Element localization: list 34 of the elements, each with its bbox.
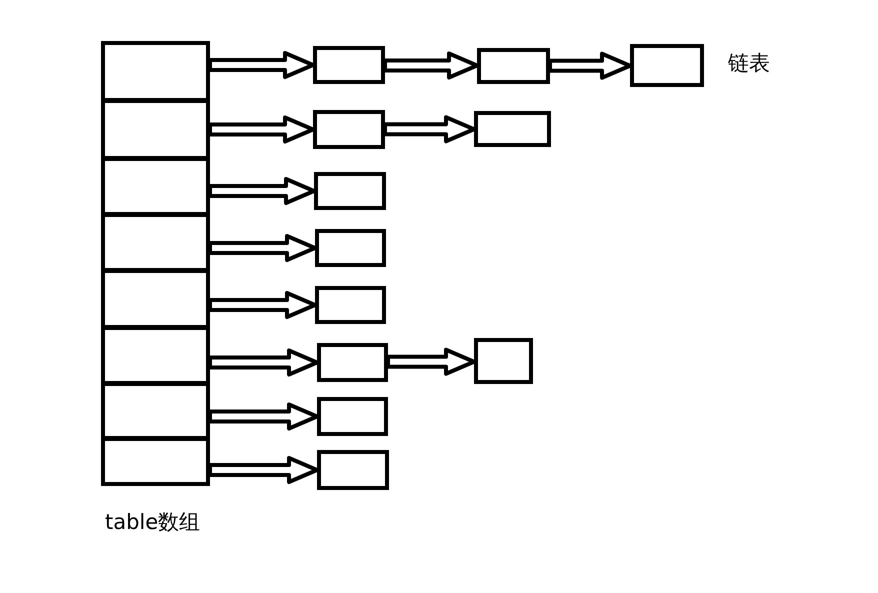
list-node-box xyxy=(314,172,386,210)
list-node-box xyxy=(474,111,551,147)
list-node-box xyxy=(317,343,388,382)
list-node-box xyxy=(315,229,386,267)
table-cell xyxy=(101,326,210,385)
list-node-box xyxy=(474,338,533,384)
block-arrow xyxy=(208,116,315,144)
list-node-box xyxy=(317,450,389,490)
list-node-box xyxy=(315,286,386,324)
block-arrow xyxy=(208,456,319,484)
table-label: table数组 xyxy=(105,512,200,533)
block-arrow xyxy=(208,51,315,79)
list-node-box xyxy=(630,44,704,87)
list-node-box xyxy=(313,110,385,149)
table-cell xyxy=(101,99,210,160)
block-arrow xyxy=(383,115,476,144)
table-cell xyxy=(101,382,210,440)
table-cell xyxy=(101,41,210,102)
block-arrow xyxy=(208,234,317,262)
table-cell xyxy=(101,157,210,216)
table-cell xyxy=(101,213,210,272)
table-cell xyxy=(101,437,210,486)
table-cell xyxy=(101,269,210,329)
block-arrow xyxy=(208,177,316,205)
block-arrow xyxy=(208,291,317,319)
list-label: 链表 xyxy=(728,53,770,74)
list-node-box xyxy=(317,397,388,436)
block-arrow xyxy=(386,348,476,376)
block-arrow xyxy=(548,52,632,80)
block-arrow xyxy=(208,402,319,430)
list-node-box xyxy=(313,46,385,84)
list-node-box xyxy=(477,48,550,84)
block-arrow xyxy=(208,348,319,376)
block-arrow xyxy=(383,52,479,80)
